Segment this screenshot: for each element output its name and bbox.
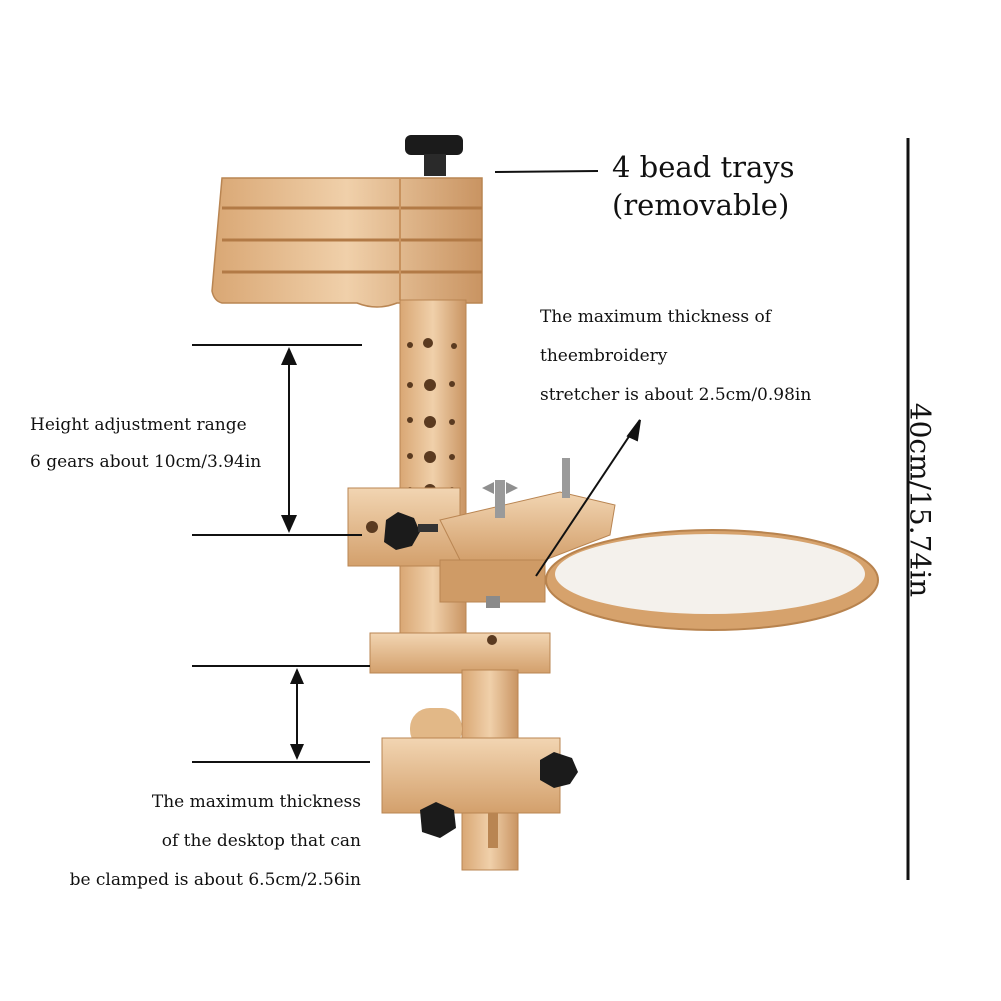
- desktop-thickness-label: The maximum thickness of the desktop tha…: [70, 783, 361, 900]
- desktop-line-2: of the desktop that can: [161, 831, 361, 851]
- bead-trays-line-2: (removable): [612, 188, 790, 222]
- desktop-thickness-dimension: [192, 665, 370, 763]
- stretcher-arrow: [535, 419, 641, 577]
- sliding-clamp-block: [347, 487, 461, 567]
- stretcher-line-2: theembroidery: [540, 346, 668, 366]
- height-line-2: 6 gears about 10cm/3.94in: [30, 452, 262, 472]
- stretcher-line-3: stretcher is about 2.5cm/0.98in: [540, 385, 812, 405]
- height-line-1: Height adjustment range: [30, 415, 247, 435]
- bead-trays-label: 4 bead trays (removable): [612, 148, 795, 224]
- desktop-line-1: The maximum thickness: [151, 792, 361, 812]
- height-dimension: [192, 344, 362, 536]
- stretcher-line-1: The maximum thickness of: [540, 307, 772, 327]
- table-clamp: [369, 632, 578, 871]
- height-adjustment-label: Height adjustment range 6 gears about 10…: [30, 407, 261, 481]
- total-height-label: 40cm/15.74in: [903, 402, 937, 598]
- hoop-arm: [439, 458, 616, 608]
- bead-trays: [211, 177, 483, 308]
- stretcher-thickness-label: The maximum thickness of theembroidery s…: [540, 298, 811, 415]
- top-knob-icon: [405, 135, 463, 176]
- embroidery-hoop: [545, 529, 879, 631]
- bead-trays-line-1: 4 bead trays: [612, 150, 795, 184]
- desktop-line-3: be clamped is about 6.5cm/2.56in: [69, 870, 361, 890]
